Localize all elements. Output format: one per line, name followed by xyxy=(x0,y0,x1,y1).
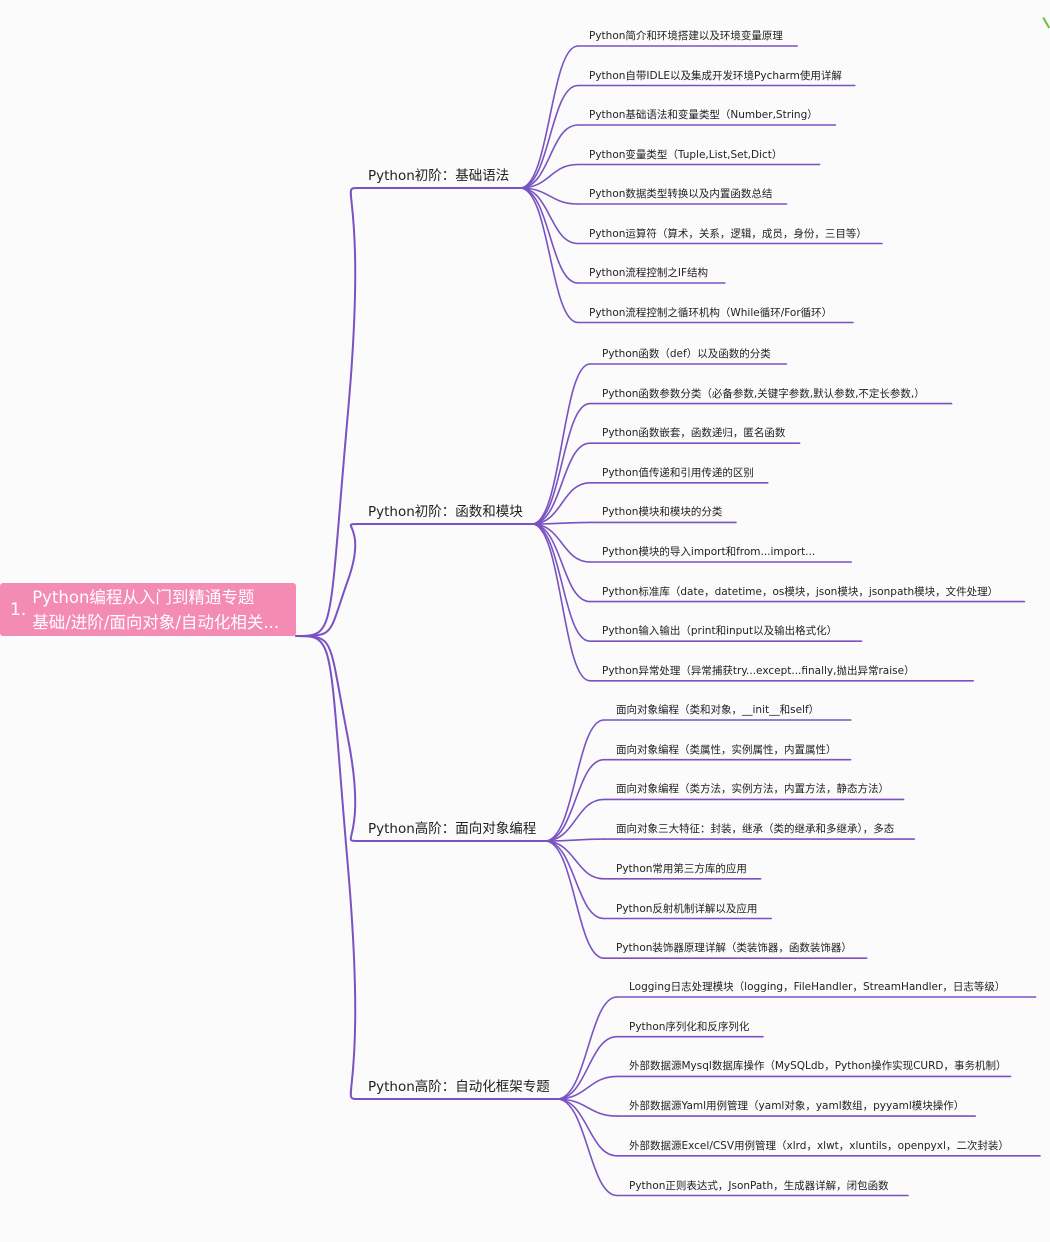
connector-branch-1-leaf-7 xyxy=(519,187,579,284)
connector-root-branch-1 xyxy=(295,187,359,637)
connector-branch-2-leaf-1 xyxy=(531,363,591,525)
connector-branch-3-leaf-6 xyxy=(544,840,605,920)
connector-branch-3-leaf-3 xyxy=(544,798,605,842)
leaf-label-2-2[interactable]: Python函数参数分类（必备参数,关键字参数,默认参数,不定长参数,） xyxy=(602,387,925,400)
leaf-label-2-8[interactable]: Python输入输出（print和input以及输出格式化） xyxy=(602,625,838,638)
connector-branch-2-leaf-6 xyxy=(531,523,591,563)
connector-branch-1-leaf-6 xyxy=(519,187,579,245)
leaf-label-2-7[interactable]: Python标准库（date，datetime，os模块，json模块，json… xyxy=(602,585,999,598)
leaf-label-3-2[interactable]: 面向对象编程（类属性，实例属性，内置属性） xyxy=(616,743,837,756)
leaf-label-1-1[interactable]: Python简介和环境搭建以及环境变量原理 xyxy=(589,30,783,42)
branch-label-4[interactable]: Python高阶：自动化框架专题 xyxy=(368,1079,550,1095)
branch-label-1[interactable]: Python初阶：基础语法 xyxy=(368,168,510,184)
leaf-label-1-4[interactable]: Python变量类型（Tuple,List,Set,Dict） xyxy=(589,148,783,161)
leaf-label-2-1[interactable]: Python函数（def）以及函数的分类 xyxy=(602,348,771,360)
connector-branch-4-leaf-1 xyxy=(556,996,618,1100)
connector-branch-3-leaf-5 xyxy=(544,840,605,880)
leaf-label-4-2[interactable]: Python序列化和反序列化 xyxy=(629,1020,750,1033)
root-title-line2: 基础/进阶/面向对象/自动化相关... xyxy=(32,612,280,632)
leaf-label-2-6[interactable]: Python模块的导入import和from...import... xyxy=(602,546,816,558)
leaf-label-3-5[interactable]: Python常用第三方库的应用 xyxy=(616,862,747,875)
connector-branch-4-leaf-2 xyxy=(556,1035,618,1100)
connector-branch-3-leaf-7 xyxy=(544,840,605,959)
leaf-label-4-1[interactable]: Logging日志处理模块（logging，FileHandler，Stream… xyxy=(629,981,1006,993)
connector-branch-1-leaf-1 xyxy=(519,45,579,189)
leaf-label-4-6[interactable]: Python正则表达式，JsonPath，生成器详解，闭包函数 xyxy=(629,1179,889,1192)
leaf-label-3-1[interactable]: 面向对象编程（类和对象，__init__和self） xyxy=(616,704,820,716)
connector-branch-1-leaf-5 xyxy=(519,187,579,205)
leaf-label-3-6[interactable]: Python反射机制详解以及应用 xyxy=(616,902,758,915)
root-title-line1: Python编程从入门到精通专题 xyxy=(32,587,255,607)
leaf-label-2-9[interactable]: Python异常处理（异常捕获try...except...finally,抛出… xyxy=(602,664,915,677)
connector-branch-4-leaf-3 xyxy=(556,1075,618,1100)
connector-root-branch-4 xyxy=(295,635,359,1100)
connector-branch-2-leaf-4 xyxy=(531,482,591,525)
leaf-label-1-5[interactable]: Python数据类型转换以及内置函数总结 xyxy=(589,188,773,200)
leaf-label-3-7[interactable]: Python装饰器原理详解（类装饰器，函数装饰器） xyxy=(616,942,852,955)
connector-branch-4-leaf-5 xyxy=(556,1098,618,1157)
connector-branch-2-leaf-2 xyxy=(531,402,591,525)
leaf-label-1-8[interactable]: Python流程控制之循环机构（While循环/For循环） xyxy=(589,306,833,319)
leaf-label-4-5[interactable]: 外部数据源Excel/CSV用例管理（xlrd，xlwt，xluntils，op… xyxy=(629,1139,1009,1152)
connector-branch-3-leaf-2 xyxy=(544,758,605,842)
branch-label-3[interactable]: Python高阶：面向对象编程 xyxy=(368,821,537,837)
connector-root-branch-2 xyxy=(295,523,359,637)
root-number: 1. xyxy=(10,599,27,620)
root-node[interactable]: 1. Python编程从入门到精通专题 基础/进阶/面向对象/自动化相关... xyxy=(0,583,296,636)
branch-label-2[interactable]: Python初阶：函数和模块 xyxy=(368,504,523,520)
leaf-label-3-3[interactable]: 面向对象编程（类方法，实例方法，内置方法，静态方法） xyxy=(616,783,889,796)
connector-branch-1-leaf-8 xyxy=(519,187,579,324)
connector-branch-1-leaf-3 xyxy=(519,124,579,189)
connector-branch-1-leaf-2 xyxy=(519,84,579,189)
leaf-label-2-4[interactable]: Python值传递和引用传递的区别 xyxy=(602,466,754,479)
leaf-label-3-4[interactable]: 面向对象三大特征：封装，继承（类的继承和多继承），多态 xyxy=(616,823,895,836)
leaf-label-1-3[interactable]: Python基础语法和变量类型（Number,String） xyxy=(589,109,818,121)
connector-branch-1-leaf-4 xyxy=(519,163,579,189)
connector-branch-2-leaf-7 xyxy=(531,523,591,603)
leaf-label-1-7[interactable]: Python流程控制之IF结构 xyxy=(589,267,709,279)
leaf-label-4-4[interactable]: 外部数据源Yaml用例管理（yaml对象，yaml数组，pyyaml模块操作） xyxy=(629,1100,965,1113)
connector-root-branch-3 xyxy=(295,635,359,842)
leaf-label-1-2[interactable]: Python自带IDLE以及集成开发环境Pycharm使用详解 xyxy=(589,69,842,82)
connector-branch-4-leaf-4 xyxy=(556,1098,618,1117)
connector-branch-2-leaf-9 xyxy=(531,523,591,682)
leaf-label-2-5[interactable]: Python模块和模块的分类 xyxy=(602,506,723,519)
leaf-label-1-6[interactable]: Python运算符（算术，关系，逻辑，成员，身份，三目等） xyxy=(589,227,867,240)
leaf-label-4-3[interactable]: 外部数据源Mysql数据库操作（MySQLdb，Python操作实现CURD，事… xyxy=(629,1060,1007,1073)
connector-branch-3-leaf-1 xyxy=(544,719,605,842)
connector-branch-2-leaf-3 xyxy=(531,442,591,525)
connector-branch-4-leaf-6 xyxy=(556,1098,618,1197)
leaf-label-2-3[interactable]: Python函数嵌套，函数递归，匿名函数 xyxy=(602,427,786,440)
